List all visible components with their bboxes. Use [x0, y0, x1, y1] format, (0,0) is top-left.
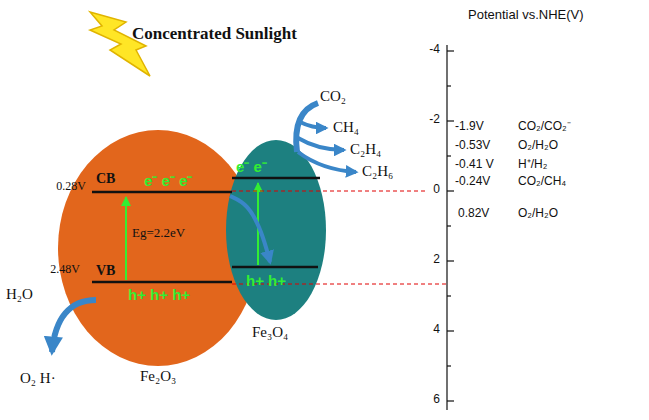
sun-bolt	[90, 12, 150, 76]
tick-label: 6	[433, 393, 440, 407]
axis-tick	[447, 400, 454, 401]
electron-label: e⁻ e⁻ e⁻	[144, 172, 192, 189]
oxidation-arrow	[52, 300, 96, 352]
reference-line	[232, 191, 426, 192]
excitation-arrow	[257, 183, 259, 265]
species-label: CH₄	[333, 119, 359, 136]
energy-label: 0.28V	[56, 180, 86, 194]
electron-label: e⁻ e⁻	[236, 158, 267, 175]
axis-tick	[447, 85, 451, 86]
tick-label: 2	[433, 253, 440, 267]
cb-line	[232, 177, 320, 180]
tick-label: 4	[433, 323, 440, 337]
potential-label: O₂/H₂O	[518, 139, 558, 153]
axis-tick	[447, 190, 454, 191]
figure-title: Concentrated Sunlight	[132, 24, 297, 44]
potential-axis	[446, 45, 447, 410]
material-label: Fe₂O₃	[140, 368, 176, 385]
band-label: CB	[96, 171, 115, 187]
potential-label: -1.9V	[455, 120, 484, 134]
excitation-arrow	[125, 197, 127, 280]
axis-ticks	[447, 51, 454, 401]
species-label: O₂ H·	[20, 370, 56, 387]
axis-tick	[447, 365, 451, 366]
axis-title: Potential vs.NHE(V)	[468, 8, 584, 23]
particle-outline	[58, 128, 258, 390]
cb-line	[92, 191, 232, 194]
species-label: H₂O	[6, 286, 33, 303]
axis-tick	[447, 260, 454, 261]
species-label: CO₂	[320, 88, 346, 105]
axis-tick	[447, 50, 454, 51]
axis-tick	[447, 295, 451, 296]
reference-line	[232, 284, 447, 285]
fe3o4-particle: e⁻ e⁻ h+ h+ Fe₃O₄	[224, 138, 328, 344]
axis-tick	[447, 120, 454, 121]
potential-label: CO₂/CH₄	[518, 175, 566, 189]
potential-label: CO₂/CO₂⁻	[518, 120, 571, 134]
species-label: C₂H₄	[350, 141, 381, 158]
axis-tick	[447, 155, 451, 156]
potential-label: 0.82V	[458, 207, 489, 221]
electron-transfer-arrow	[230, 196, 270, 262]
tick-label: 0	[433, 183, 440, 197]
co2-arrow	[296, 103, 318, 152]
energy-label: 2.48V	[50, 263, 80, 277]
vb-line	[92, 281, 232, 284]
fe2o3-particle: CB VB e⁻ e⁻ e⁻ Eg=2.2eV h+ h+ h+ Fe₂O₃	[58, 128, 258, 390]
hole-label: h+ h+ h+	[128, 286, 190, 303]
axis-tick	[447, 225, 451, 226]
potential-label: -0.24V	[455, 175, 490, 189]
material-label: Fe₃O₄	[252, 324, 288, 341]
tick-label: -4	[429, 43, 440, 57]
product-arrow	[300, 122, 326, 128]
product-arrow	[298, 138, 344, 150]
vb-line	[232, 266, 318, 269]
band-gap-label: Eg=2.2eV	[132, 226, 185, 241]
species-label: C₂H₆	[362, 163, 393, 180]
product-arrow	[298, 152, 356, 172]
potential-label: -0.53V	[455, 139, 490, 153]
band-label: VB	[96, 263, 115, 279]
potential-label: H⁺/H₂	[518, 158, 547, 172]
tick-label: -2	[429, 113, 440, 127]
hole-label: h+ h+	[246, 272, 286, 289]
potential-label: O₂/H₂O	[518, 207, 558, 221]
particle-shape	[226, 140, 326, 320]
axis-tick	[447, 330, 454, 331]
potential-label: -0.41 V	[455, 158, 494, 172]
